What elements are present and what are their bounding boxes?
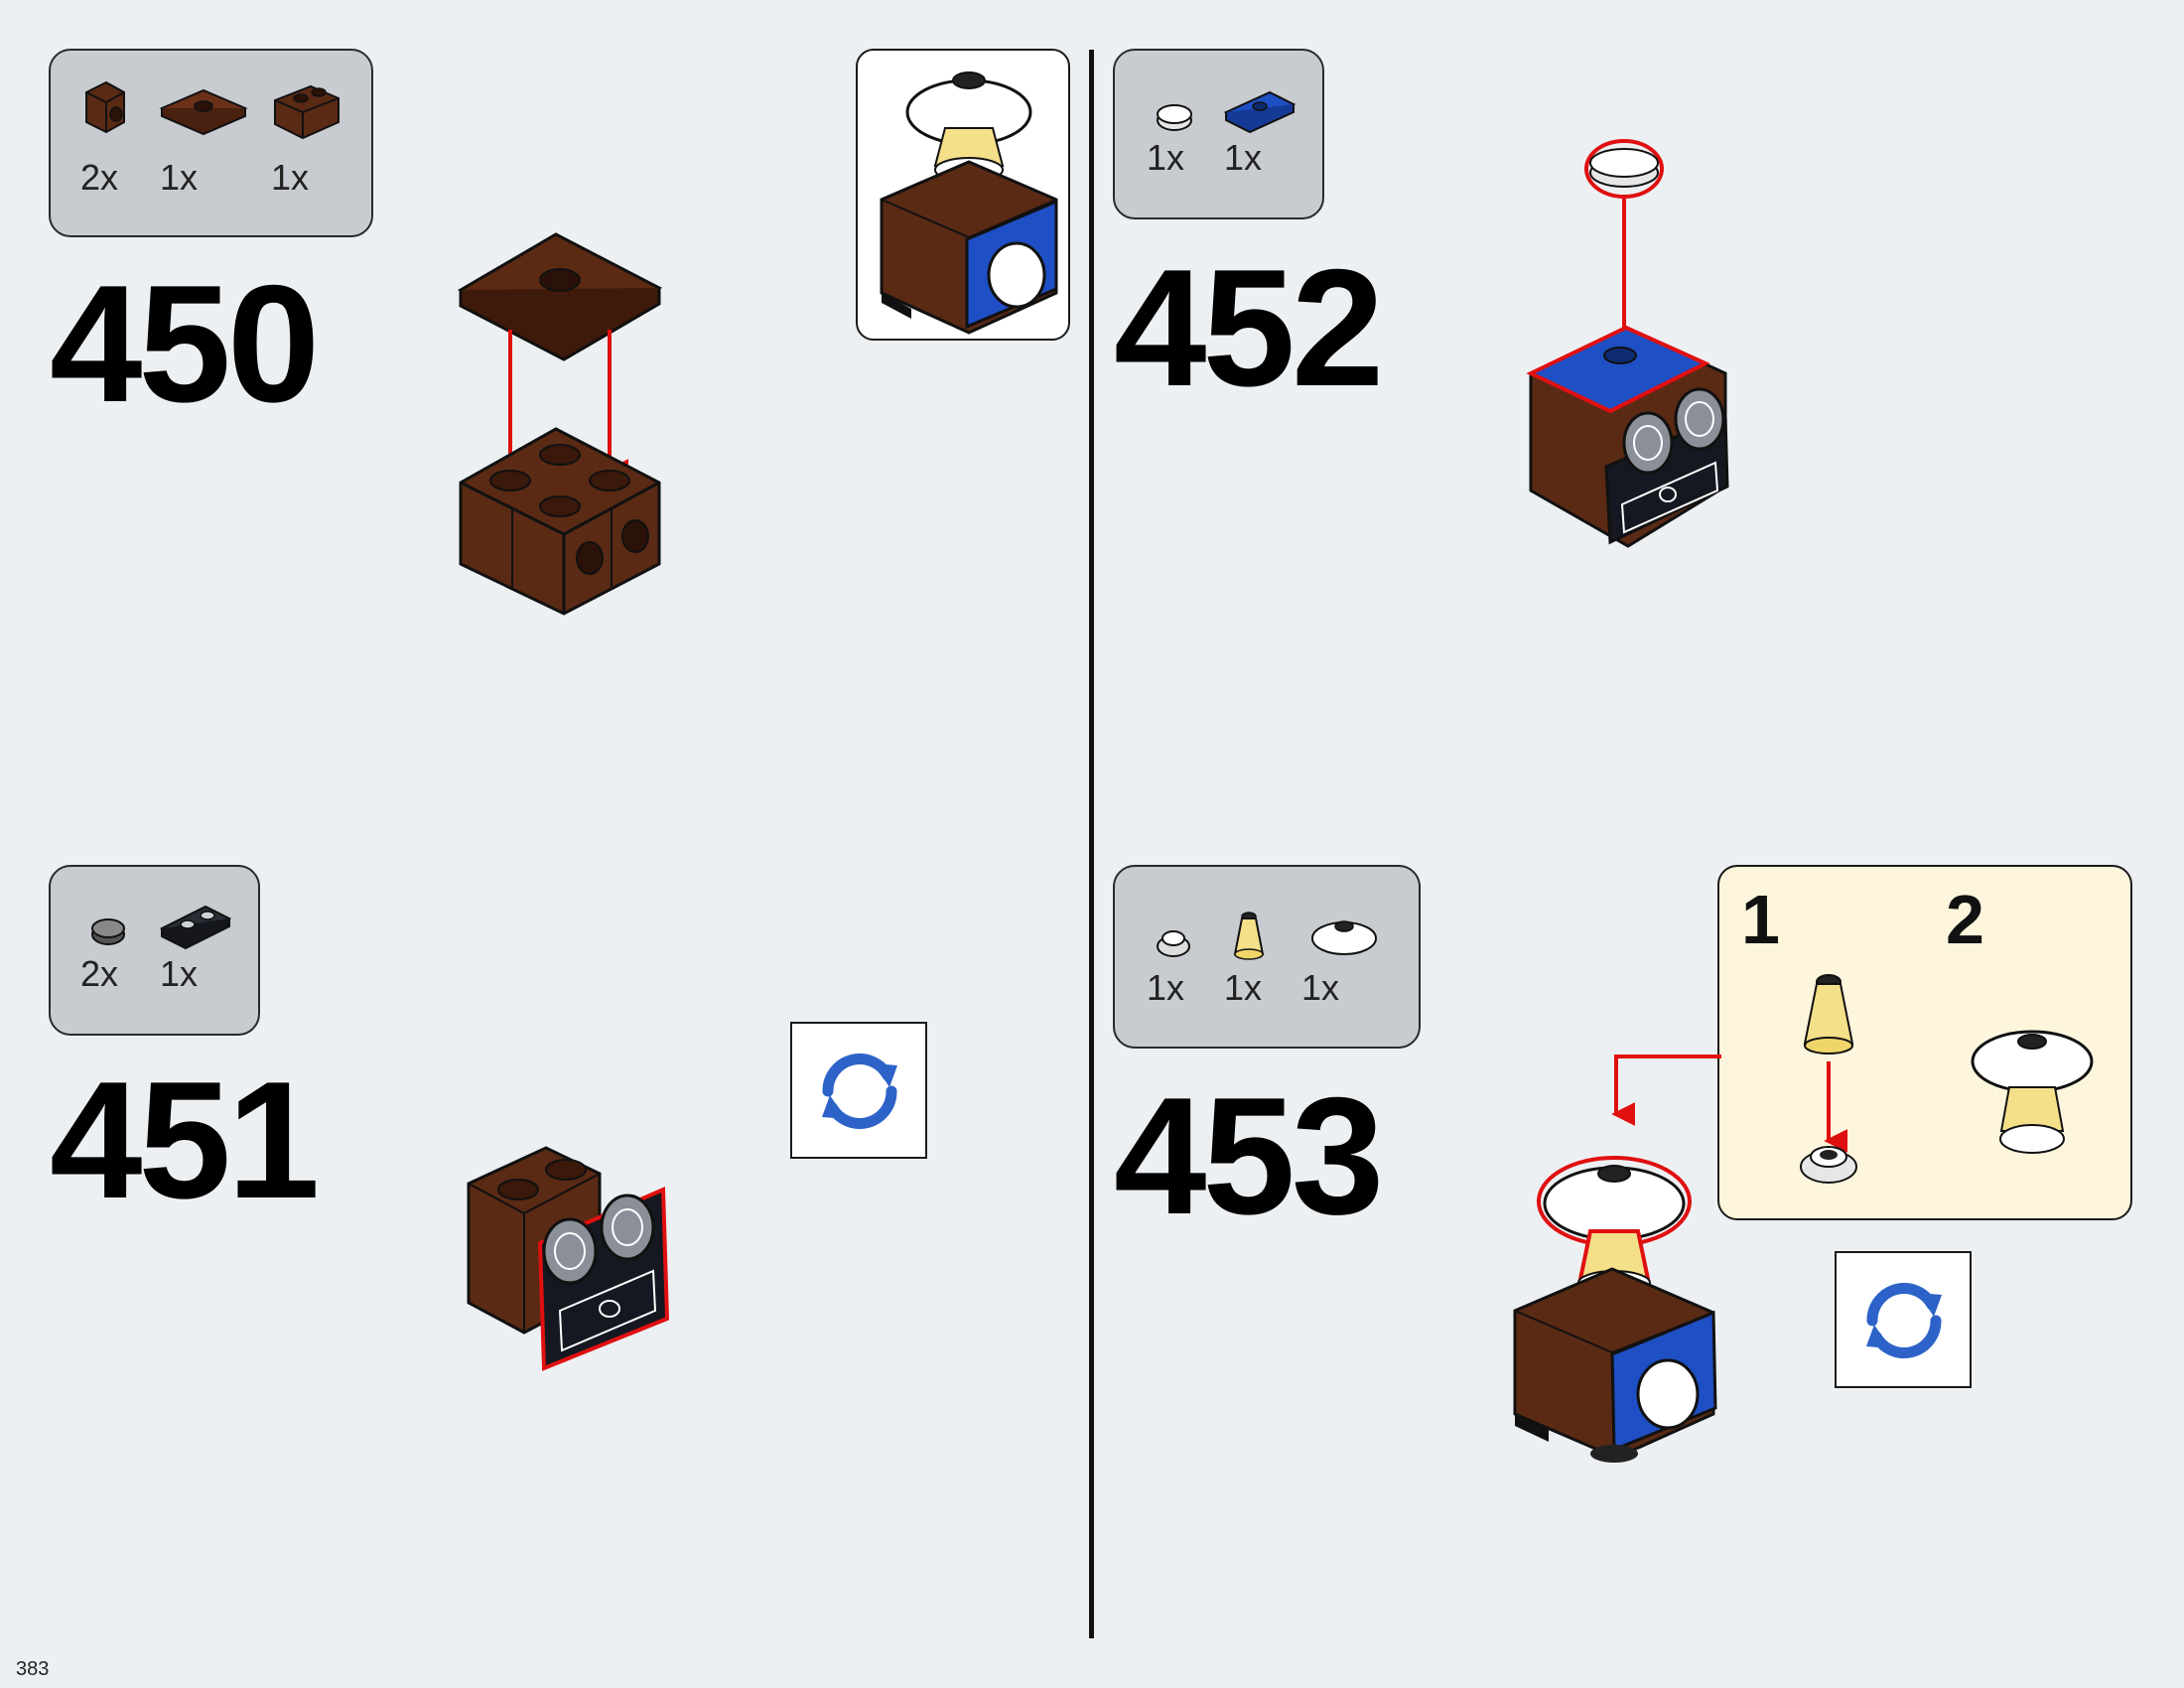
step-450-assembly-illustration [457, 232, 663, 616]
part-icon-brown-brick-1x1-with-stud-on-side [85, 80, 125, 134]
page-number: 383 [16, 1658, 50, 1680]
part-icon-black-plate-1x2 [159, 905, 232, 950]
substep-connector-arrow [1611, 1055, 1721, 1126]
part-icon-brown-brick-1x2 [274, 84, 340, 140]
part-qty: 1x [271, 157, 310, 198]
rotate-model-button[interactable] [790, 1022, 927, 1159]
part-qty: 1x [1224, 967, 1263, 1008]
step-452-assembly-illustration [1526, 139, 1729, 548]
parts-list-step-452: 1x 1x [1113, 49, 1324, 219]
substep-panel: 1 2 [1717, 865, 2132, 1220]
step-451-assembly-illustration [467, 1146, 670, 1371]
substep-number: 2 [1946, 881, 1984, 958]
part-icon-blue-plate-1x2-jumper [1223, 90, 1297, 134]
part-qty: 2x [80, 953, 119, 994]
parts-list-step-453: 1x 1x 1x [1113, 865, 1421, 1049]
part-icon-white-round-plate-1x1 [1157, 930, 1190, 957]
part-qty: 1x [160, 157, 199, 198]
part-icon-white-round-tile-1x1 [1157, 104, 1192, 131]
parts-list-step-451: 2x 1x [49, 865, 260, 1036]
step-number: 453 [1114, 1062, 1384, 1249]
part-qty: 1x [1224, 137, 1263, 178]
rotate-icon [1854, 1271, 1954, 1370]
step-divider-line [1089, 50, 1094, 1638]
part-qty: 1x [160, 953, 199, 994]
part-icon-trans-yellow-cone-1x1 [1233, 912, 1265, 960]
step-number: 451 [50, 1047, 320, 1233]
step-result-callout [856, 49, 1070, 341]
part-icon-white-dish-2x2 [1311, 920, 1377, 955]
part-qty: 2x [80, 157, 119, 198]
rotate-icon [810, 1042, 909, 1141]
step-453-assembly-illustration [1513, 1156, 1717, 1463]
parts-list-step-450: 2x 1x 1x [49, 49, 373, 237]
step-number: 450 [50, 250, 320, 437]
part-qty: 1x [1301, 967, 1340, 1008]
substep-1-illustration [1800, 974, 1857, 1184]
submodel-lamp-illustration [880, 71, 1058, 335]
rotate-model-button[interactable] [1835, 1251, 1972, 1388]
part-qty: 1x [1147, 967, 1185, 1008]
step-number: 452 [1114, 234, 1384, 421]
substep-2-illustration [1971, 1030, 2094, 1154]
part-icon-brown-plate-2x2-jumper [159, 88, 248, 136]
part-icon-dark-gray-round-tile-1x1 [91, 918, 125, 945]
substep-number: 1 [1741, 881, 1780, 958]
part-qty: 1x [1147, 137, 1185, 178]
